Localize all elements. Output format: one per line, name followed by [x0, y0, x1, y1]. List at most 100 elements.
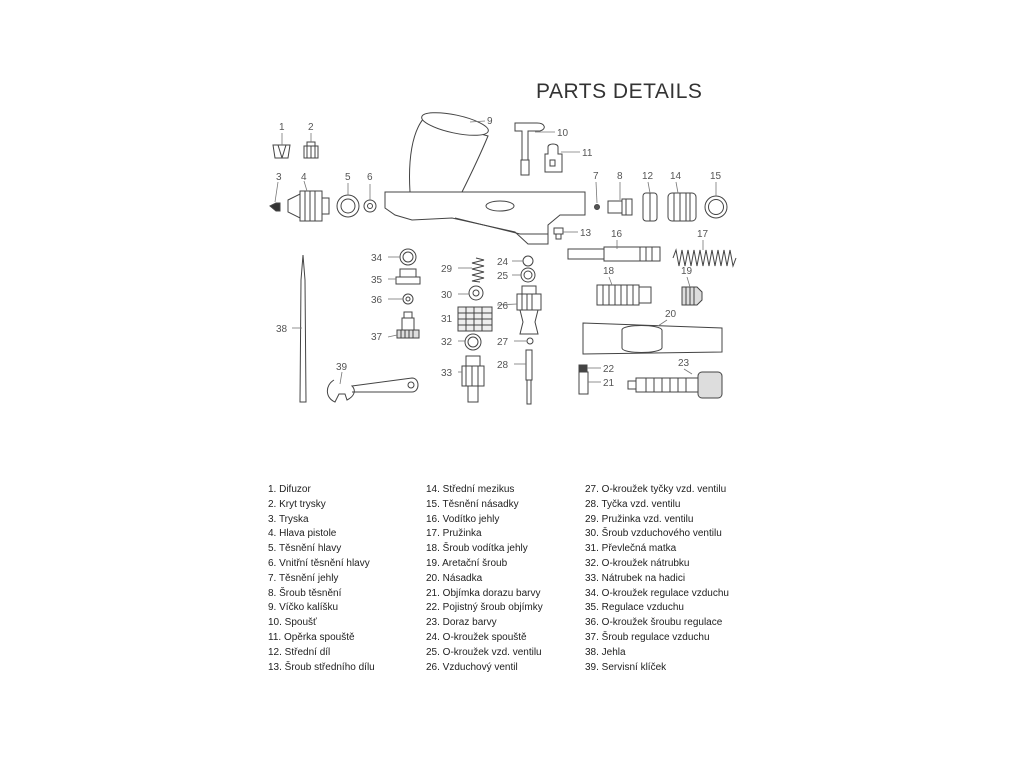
legend-item: 24. O-kroužek spouště: [426, 631, 527, 643]
legend-item: 30. Šroub vzduchového ventilu: [585, 528, 722, 540]
callout-12: 12: [642, 171, 654, 182]
part-23-doraz-barvy: [627, 371, 723, 399]
legend-item: 16. Vodítko jehly: [426, 513, 500, 525]
callout-8: 8: [617, 171, 623, 182]
legend-item: 37. Šroub regulace vzduchu: [585, 631, 710, 643]
part-7-tesneni-jehly: [594, 204, 600, 210]
callout-32: 32: [441, 337, 453, 348]
legend-item: 33. Nátrubek na hadici: [585, 572, 686, 584]
callout-39: 39: [336, 362, 348, 373]
callout-2: 2: [308, 122, 314, 133]
callout-11: 11: [582, 148, 593, 159]
part-5-tesneni-hlavy: [336, 194, 360, 218]
legend-item: 19. Aretační šroub: [426, 557, 508, 569]
part-29-pruzinka: [471, 257, 485, 283]
callout-18: 18: [603, 266, 615, 277]
parts-legend-column-3: 27. O-kroužek tyčky vzd. ventilu 28. Tyč…: [585, 483, 729, 675]
legend-item: 7. Těsnění jehly: [268, 572, 339, 584]
part-12-stredni-dil: [642, 192, 658, 222]
part-37-sroub-regulace: [396, 311, 420, 339]
legend-item: 4. Hlava pistole: [268, 528, 337, 540]
callout-1: 1: [279, 122, 285, 133]
part-17-pruzinka: [672, 248, 737, 268]
part-8-sroub-tesneni: [607, 198, 633, 216]
part-11-operka-spouste: [544, 143, 563, 173]
part-24-o-krouzek: [522, 255, 534, 267]
part-20-nasadka: [582, 322, 723, 355]
part-13-sroub: [553, 227, 564, 240]
parts-legend-column-1: 1. Difuzor 2. Kryt trysky 3. Tryska 4. H…: [268, 483, 375, 675]
part-30-sroub: [468, 285, 484, 301]
callout-9: 9: [487, 116, 493, 127]
legend-item: 32. O-kroužek nátrubku: [585, 557, 690, 569]
legend-item: 18. Šroub vodítka jehly: [426, 543, 528, 555]
callout-19: 19: [681, 266, 693, 277]
part-22-pojistny-sroub: [578, 364, 588, 372]
legend-item: 26. Vzduchový ventil: [426, 661, 518, 673]
part-16-joditko-jehly: [567, 246, 661, 262]
callout-34: 34: [371, 253, 383, 264]
callout-37: 37: [371, 332, 383, 343]
callout-21: 21: [603, 378, 615, 389]
legend-item: 36. O-kroužek šroubu regulace: [585, 617, 723, 629]
callout-16: 16: [611, 229, 623, 240]
legend-item: 14. Střední mezikus: [426, 484, 515, 495]
callout-28: 28: [497, 360, 509, 371]
part-31-prevlecna-matka: [457, 306, 493, 332]
callout-25: 25: [497, 271, 509, 282]
callout-24: 24: [497, 257, 509, 268]
callout-35: 35: [371, 275, 383, 286]
part-36-o-krouzek: [402, 293, 414, 305]
callout-23: 23: [678, 358, 690, 369]
legend-item: 28. Tyčka vzd. ventilu: [585, 498, 681, 510]
legend-item: 5. Těsnění hlavy: [268, 543, 342, 555]
part-4-hlava-pistole: [287, 190, 330, 222]
legend-item: 35. Regulace vzduchu: [585, 602, 684, 614]
legend-item: 34. O-kroužek regulace vzduchu: [585, 587, 729, 599]
legend-item: 21. Objímka dorazu barvy: [426, 587, 541, 599]
legend-item: 17. Pružinka: [426, 528, 482, 540]
airbrush-body: [384, 112, 586, 245]
legend-item: 10. Spoušť: [268, 617, 317, 629]
legend-item: 2. Kryt trysky: [268, 498, 326, 510]
part-6-vnitrni-tesneni: [363, 199, 377, 213]
callout-38: 38: [276, 324, 288, 335]
legend-item: 1. Difuzor: [268, 484, 311, 495]
callout-6: 6: [367, 172, 373, 183]
callout-15: 15: [710, 171, 722, 182]
legend-item: 3. Tryska: [268, 513, 309, 525]
legend-item: 39. Servisní klíček: [585, 661, 667, 673]
callout-30: 30: [441, 290, 453, 301]
legend-item: 12. Střední díl: [268, 646, 331, 658]
exploded-parts-diagram: 1 2 3 4 5 6 7 8 9 10 11 12 13 14 15 16 1…: [269, 112, 737, 405]
part-2-kryt-trysky: [303, 141, 319, 159]
part-38-jehla: [299, 254, 307, 403]
legend-item: 25. O-kroužek vzd. ventilu: [426, 646, 542, 658]
part-28-tycka: [525, 349, 533, 405]
callout-20: 20: [665, 309, 677, 320]
legend-item: 38. Jehla: [585, 646, 626, 658]
part-34-o-krouzek: [399, 248, 417, 266]
part-1-difuzor: [272, 144, 291, 159]
callout-3: 3: [276, 172, 282, 183]
legend-item: 6. Vnitřní těsnění hlavy: [268, 557, 370, 569]
part-39-servisni-klicek: [326, 377, 419, 403]
part-35-regulace-vzduchu: [395, 268, 421, 285]
callout-13: 13: [580, 228, 592, 239]
callout-4: 4: [301, 172, 307, 183]
legend-item: 11. Opěrka spouště: [268, 631, 355, 643]
legend-item: 29. Pružinka vzd. ventilu: [585, 513, 694, 525]
callout-33: 33: [441, 368, 453, 379]
part-3-tryska: [269, 202, 281, 212]
legend-item: 9. Víčko kalíšku: [268, 602, 339, 614]
legend-item: 15. Těsnění násadky: [426, 498, 519, 510]
callout-5: 5: [345, 172, 351, 183]
part-14-stredni-mezikus: [667, 192, 697, 222]
legend-item: 27. O-kroužek tyčky vzd. ventilu: [585, 484, 727, 495]
part-25-o-krouzek: [520, 267, 536, 283]
legend-item: 20. Násadka: [426, 572, 483, 584]
callout-29: 29: [441, 264, 453, 275]
part-19-aretacni-sroub: [681, 286, 703, 306]
part-33-natrubek: [461, 355, 485, 403]
callout-labels: 1 2 3 4 5 6 7 8 9 10 11 12 13 14 15 16 1…: [276, 116, 722, 389]
